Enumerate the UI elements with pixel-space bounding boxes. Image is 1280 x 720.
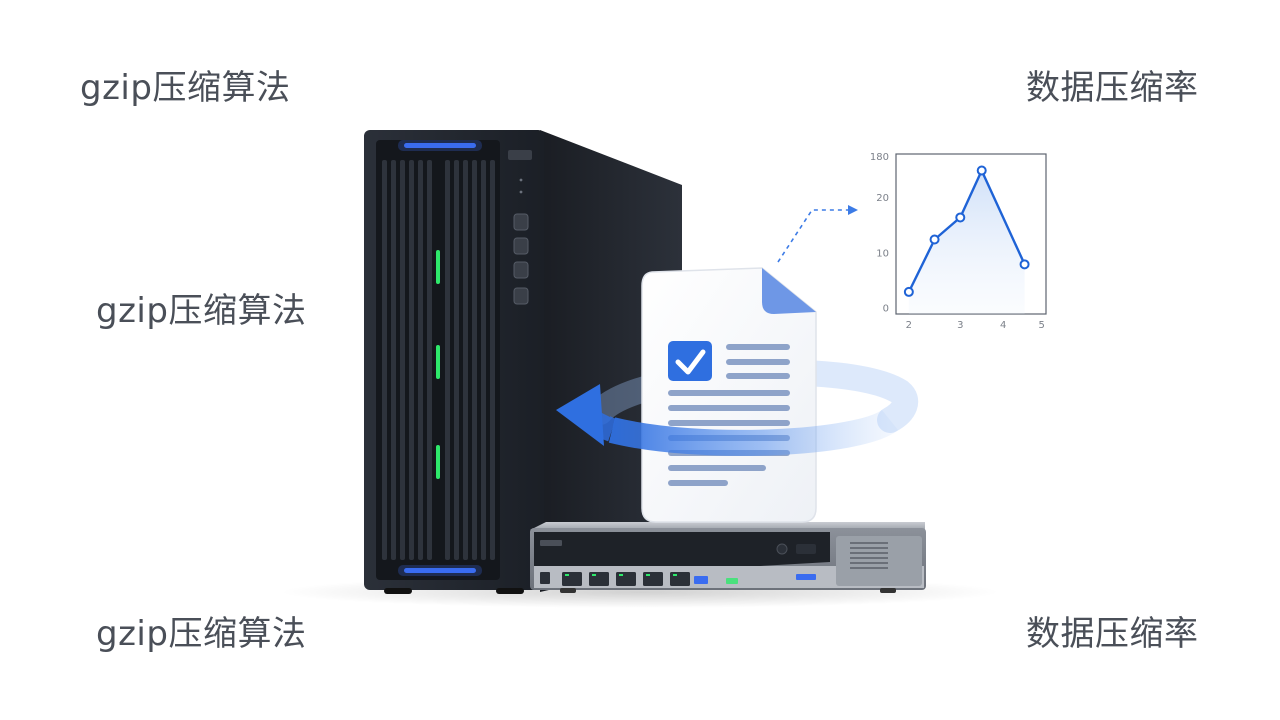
tower-front-buttons: [513, 213, 529, 305]
status-led-top: [404, 143, 476, 148]
data-point-5: [1019, 259, 1030, 270]
data-point-1: [903, 286, 914, 297]
caption-top-left: gzip压缩算法: [80, 68, 291, 108]
y-tick-label: 180: [870, 152, 889, 163]
x-tick-label: 5: [1039, 320, 1045, 331]
y-tick-label: 20: [876, 193, 889, 204]
caption-bottom-right: 数据压缩率: [1026, 614, 1199, 654]
connector-dashed-arrow: [777, 205, 858, 263]
x-tick-label: 4: [1000, 320, 1006, 331]
compression-line-chart: 0 10 20 180 2 3 4 5: [870, 152, 1047, 331]
ethernet-ports: [562, 572, 690, 586]
data-point-3: [955, 212, 966, 223]
status-led-bottom: [404, 568, 476, 573]
checkbox-icon: [668, 341, 712, 381]
network-switch-icon: [530, 522, 926, 593]
document-check-icon: [641, 267, 817, 523]
data-point-2: [929, 234, 940, 245]
x-tick-label: 3: [957, 320, 963, 331]
x-tick-label: 2: [906, 320, 912, 331]
disk-activity-leds: [436, 250, 440, 479]
y-tick-label: 0: [883, 303, 889, 314]
y-tick-label: 10: [876, 248, 889, 259]
caption-bottom-left: gzip压缩算法: [96, 614, 307, 654]
arrow-front-half: [556, 384, 899, 456]
data-point-4: [976, 165, 987, 176]
caption-top-right: 数据压缩率: [1026, 68, 1199, 108]
tower-vent-grill: [382, 160, 495, 560]
chart-area-fill: [908, 170, 1025, 314]
caption-middle-left: gzip压缩算法: [96, 291, 307, 331]
